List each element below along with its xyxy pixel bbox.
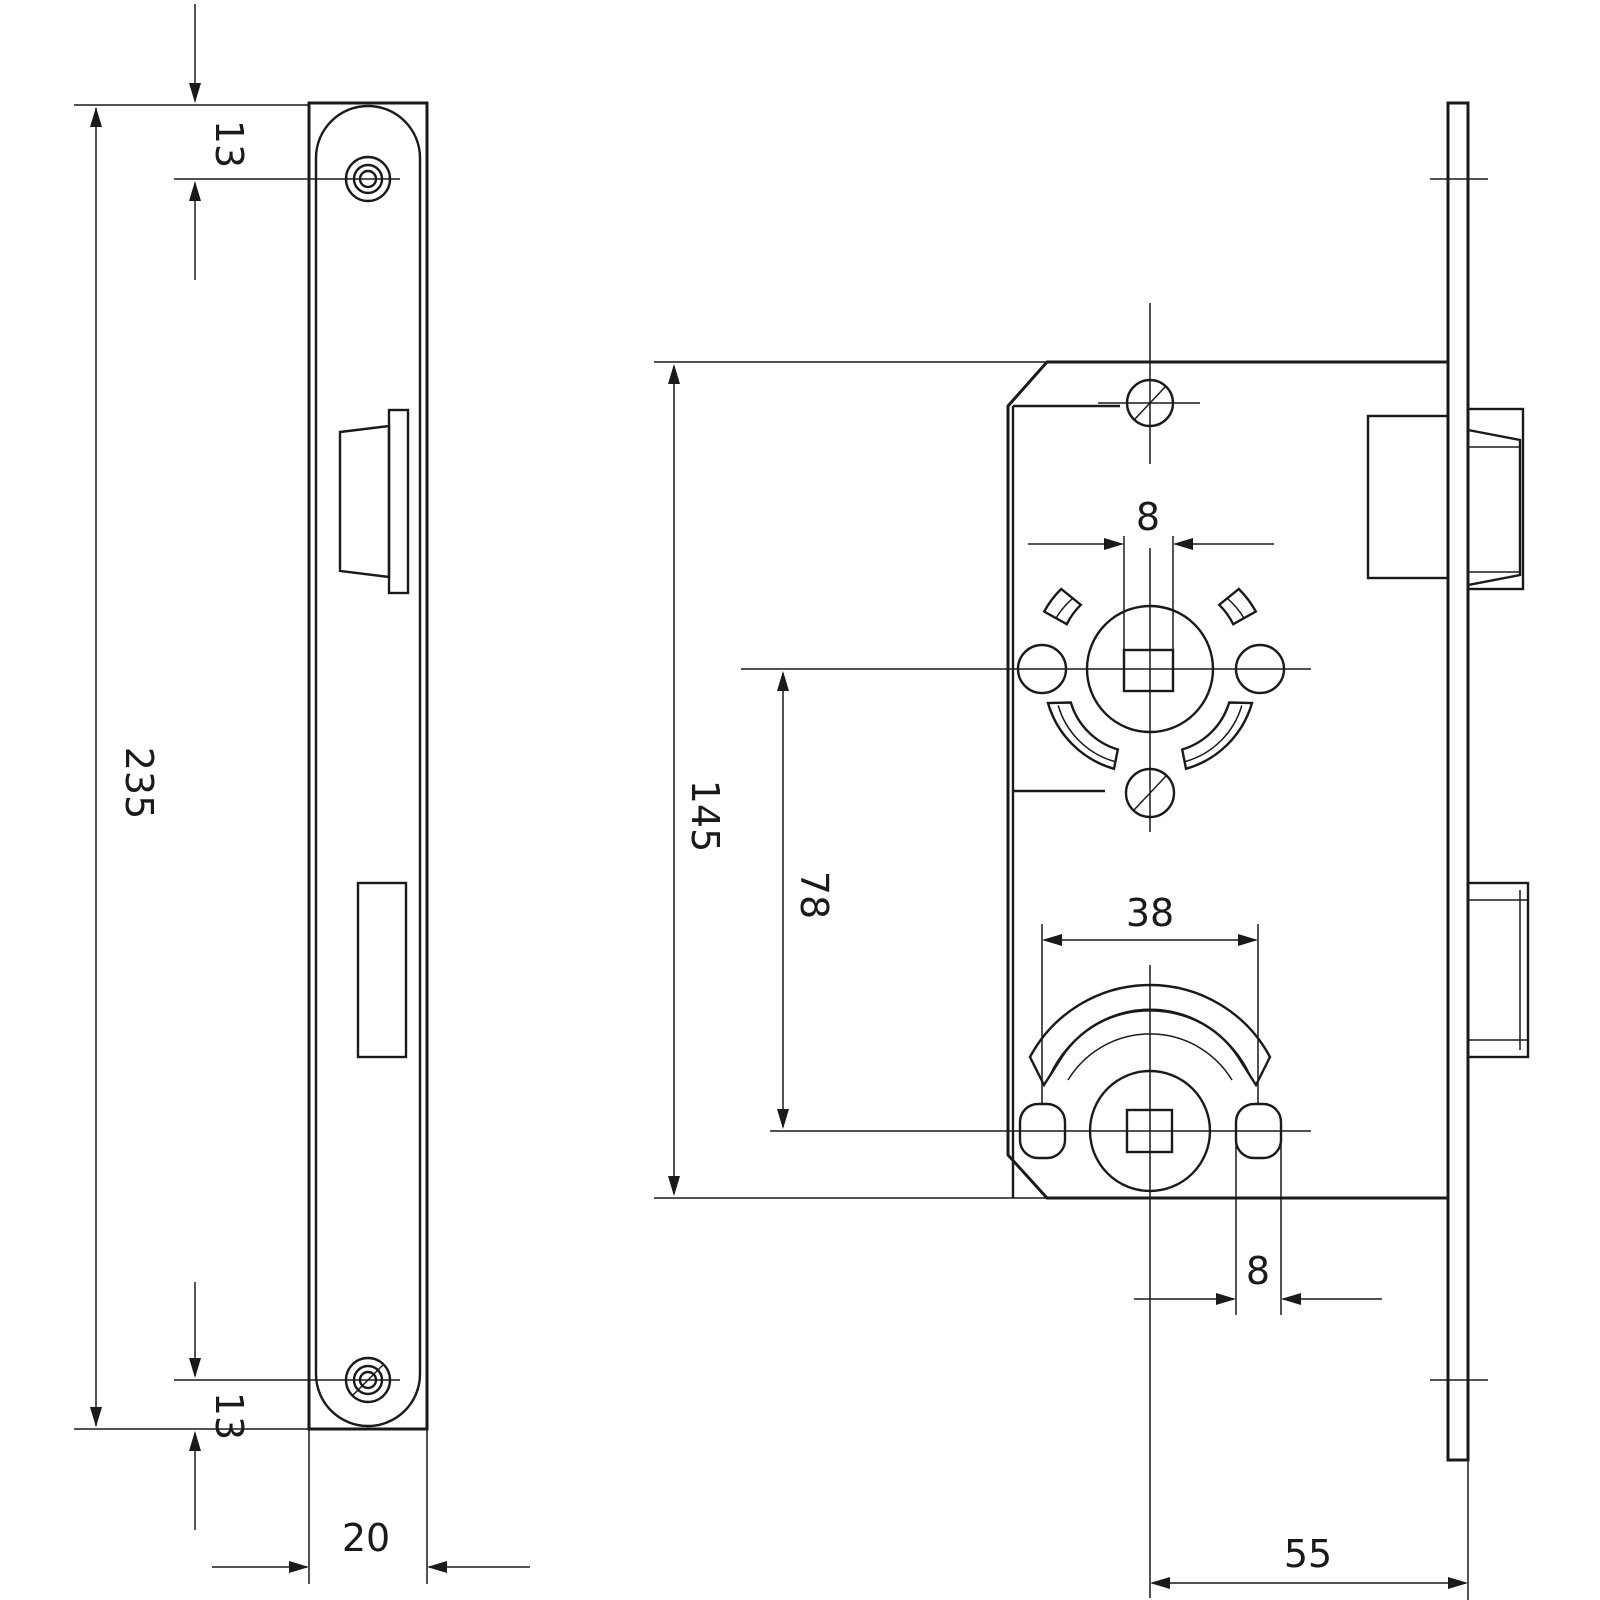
spindle-hub bbox=[741, 548, 1311, 832]
dim-8-bottom: 8 bbox=[1134, 1131, 1382, 1315]
top-mounting-hole bbox=[1098, 303, 1200, 464]
dim-8-top: 8 bbox=[1028, 495, 1274, 650]
dim-55-label: 55 bbox=[1284, 1532, 1332, 1576]
dim-38-label: 38 bbox=[1126, 891, 1174, 935]
faceplate-outer bbox=[307, 101, 429, 1431]
faceplate-front-view bbox=[307, 101, 429, 1431]
latch-bolt-side bbox=[1366, 407, 1525, 591]
dim-8-bottom-label: 8 bbox=[1246, 1249, 1270, 1293]
dim-38: 38 bbox=[1041, 891, 1259, 1104]
lock-case-outline bbox=[1006, 360, 1448, 1200]
hub-arc-lower-left bbox=[1046, 701, 1120, 771]
dim-235: 235 bbox=[74, 104, 309, 1430]
dim-13-top-label: 13 bbox=[207, 120, 251, 168]
dim-13-bottom: 13 bbox=[174, 1282, 400, 1530]
dim-78: 78 bbox=[777, 671, 836, 1129]
dim-145: 145 bbox=[654, 361, 1047, 1199]
dim-78-label: 78 bbox=[792, 871, 836, 919]
faceplate-side bbox=[1446, 101, 1470, 1462]
hub-arc-upper-left bbox=[1042, 587, 1083, 626]
dim-13-top: 13 bbox=[174, 4, 400, 280]
latch-bolt-opening bbox=[338, 408, 410, 595]
hub-arc-lower-right bbox=[1180, 701, 1254, 771]
turn-hub bbox=[770, 965, 1311, 1598]
faceplate-inner bbox=[314, 104, 422, 1428]
dim-145-label: 145 bbox=[683, 780, 727, 853]
hub-arc-upper-right bbox=[1217, 587, 1258, 626]
dim-8-top-label: 8 bbox=[1136, 495, 1160, 539]
turn-arc bbox=[1028, 983, 1272, 1088]
dim-20-label: 20 bbox=[342, 1516, 390, 1560]
dim-235-label: 235 bbox=[117, 747, 161, 820]
spindle-square-hole bbox=[1122, 648, 1175, 693]
dim-55: 55 bbox=[1150, 1198, 1469, 1600]
lock-case-side-view bbox=[741, 101, 1530, 1598]
dim-13-bottom-label: 13 bbox=[207, 1392, 251, 1440]
dim-20: 20 bbox=[212, 1429, 530, 1584]
deadbolt-side bbox=[1466, 881, 1530, 1059]
deadbolt-opening bbox=[356, 881, 408, 1059]
